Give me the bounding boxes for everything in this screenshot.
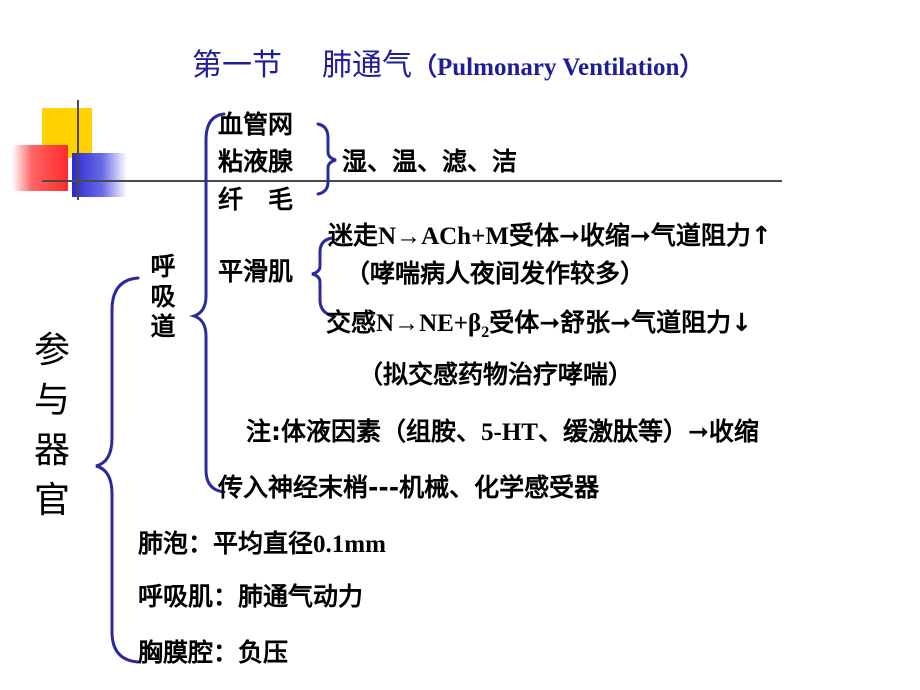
vessels-item: 血管网 xyxy=(218,110,294,139)
humoral-en: 5-HT xyxy=(481,419,538,446)
respiratory-muscle: 呼吸肌：肺通气动力 xyxy=(138,582,364,611)
sympathetic-mid: N→NE+β xyxy=(376,310,482,337)
sympathetic-prefix: 交感 xyxy=(326,308,377,337)
sympathetic-sub: 2 xyxy=(481,324,490,341)
alveoli-prefix: 肺泡：平均直径 xyxy=(138,529,314,558)
vagus-note: （哮喘病人夜间发作较多） xyxy=(345,259,646,288)
vagus-suffix: 受体➞收缩➞气道阻力↑ xyxy=(508,221,772,250)
vagus-line: 迷走N→ACh+M受体➞收缩➞气道阻力↑ xyxy=(328,216,772,252)
vessels-function: 湿、温、滤、洁 xyxy=(342,147,518,176)
brace-airway xyxy=(189,112,226,494)
vessels-item: 纤 毛 xyxy=(218,185,294,214)
sympathetic-suffix: 受体➞舒张➞气道阻力↓ xyxy=(489,308,753,337)
brace-smooth-muscle xyxy=(311,236,334,318)
airway-label-char: 呼 xyxy=(150,252,176,281)
organs-heading-char: 官 xyxy=(33,480,70,521)
vessels-item: 粘液腺 xyxy=(218,147,294,176)
brace-vessels xyxy=(316,122,337,196)
airway-label-char: 道 xyxy=(150,312,176,341)
alveoli-line: 肺泡：平均直径0.1mm xyxy=(138,524,386,560)
title-english: （Pulmonary Ventilation） xyxy=(412,54,705,81)
airway-label-char: 吸 xyxy=(150,282,176,311)
vagus-prefix: 迷走 xyxy=(328,221,379,250)
organs-heading: 参 与 器 官 xyxy=(30,326,74,526)
organs-heading-char: 器 xyxy=(33,430,70,471)
smooth-muscle-label: 平滑肌 xyxy=(218,257,294,286)
alveoli-value: 0.1mm xyxy=(313,531,386,558)
organs-heading-char: 与 xyxy=(33,380,70,421)
vagus-mid: N→ACh+M xyxy=(378,223,509,250)
title-topic: 肺通气 xyxy=(322,48,412,83)
humoral-note: 注:体液因素（组胺、5-HT、缓激肽等）➞收缩 xyxy=(246,412,759,448)
airway-label: 呼 吸 道 xyxy=(148,252,178,342)
page-title: 第一节 肺通气（Pulmonary Ventilation） xyxy=(192,40,704,84)
sympathetic-note: （拟交感药物治疗哮喘） xyxy=(358,360,634,389)
title-section: 第一节 xyxy=(192,48,282,83)
pleural-cavity: 胸膜腔：负压 xyxy=(138,638,289,667)
brace-organs xyxy=(95,276,140,664)
decor-red-square xyxy=(12,145,68,191)
sympathetic-line: 交感N→NE+β2受体➞舒张➞气道阻力↓ xyxy=(326,303,752,342)
decor-horizontal-line xyxy=(42,180,782,182)
humoral-suffix: 、缓激肽等）➞收缩 xyxy=(537,417,759,446)
organs-heading-char: 参 xyxy=(33,330,70,371)
decor-blue-square xyxy=(72,153,127,197)
humoral-prefix: 注:体液因素（组胺、 xyxy=(246,417,481,446)
decor-vertical-line xyxy=(77,100,79,200)
afferent-nerve: 传入神经末梢---机械、化学感受器 xyxy=(218,473,600,502)
